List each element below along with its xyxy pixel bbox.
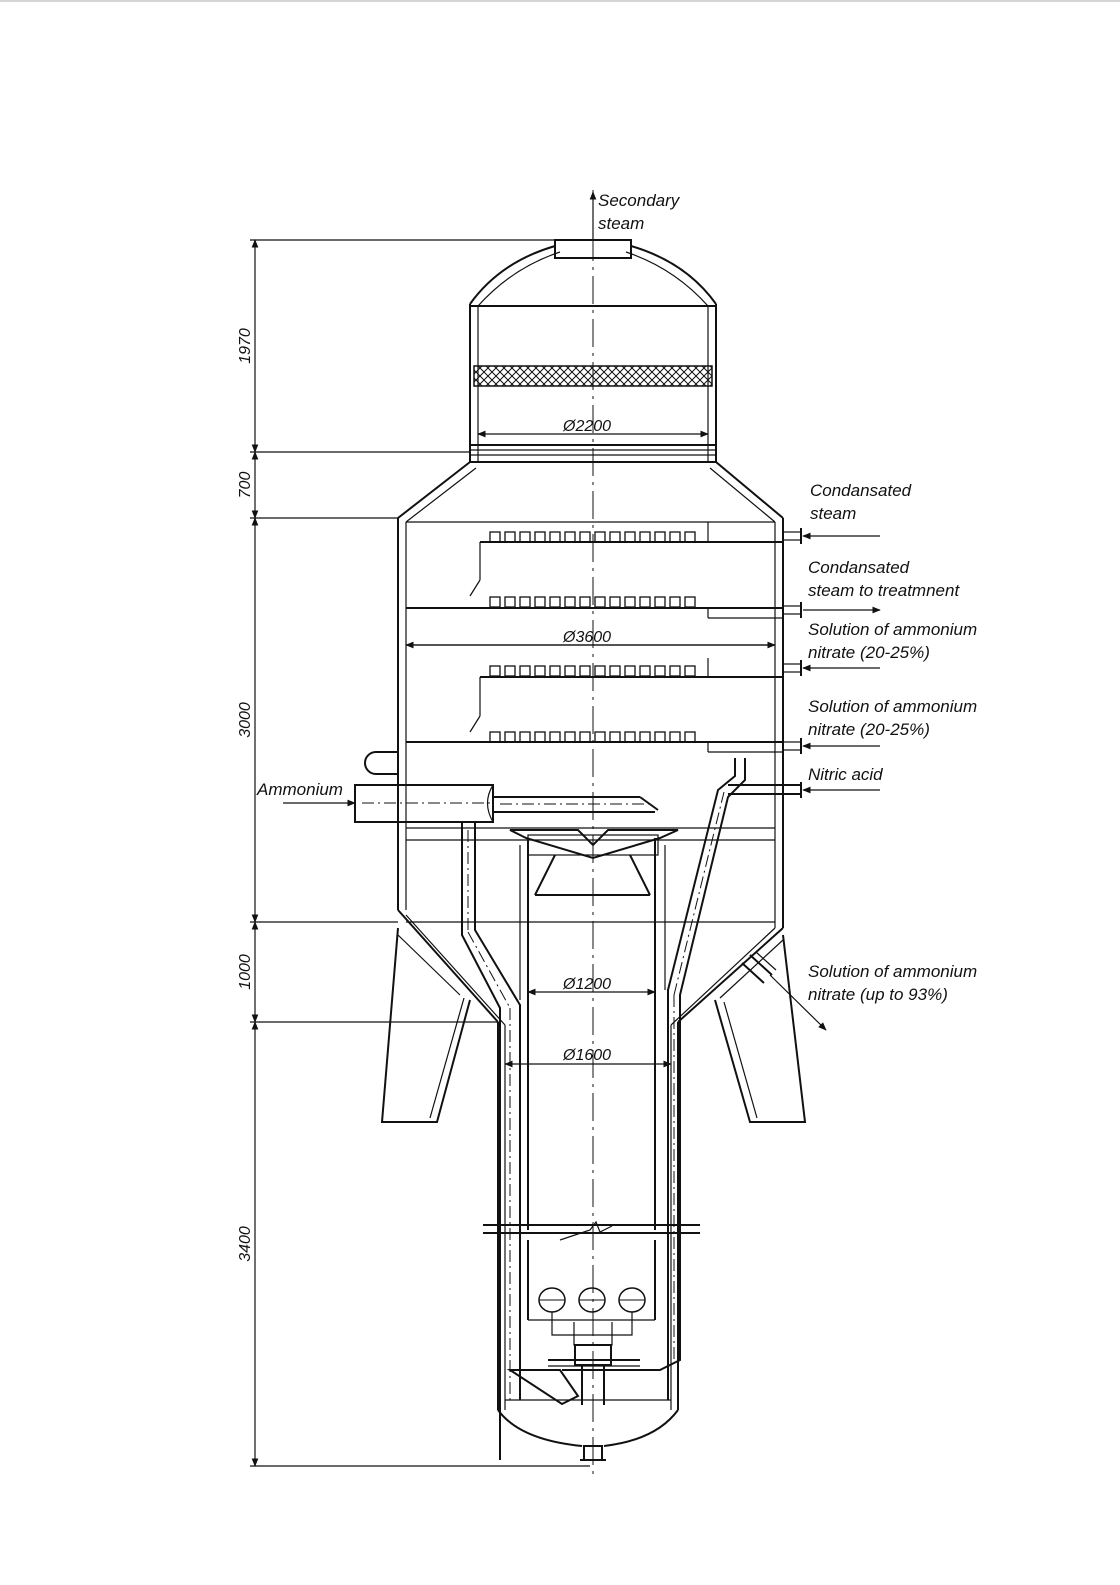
solution-93-label-line1: Solution of ammonium [808, 962, 977, 981]
tube-box [579, 531, 591, 543]
tube-box [594, 731, 606, 743]
side-nozzles [364, 528, 802, 798]
tube-box [684, 531, 696, 543]
nitric-acid-label: Nitric acid [808, 765, 883, 784]
support-legs [380, 927, 807, 1123]
tube-box [504, 596, 516, 608]
solution-2-label-line1: Solution of ammonium [808, 697, 977, 716]
condensated-steam-label-line1: Condansated [810, 481, 912, 500]
diameter-3600-label: Ø3600 [562, 629, 611, 646]
condensated-treatment-label-line1: Condansated [808, 558, 910, 577]
tube-box [639, 665, 651, 677]
tube-box [564, 596, 576, 608]
tube-box [579, 665, 591, 677]
height-3000-label: 3000 [237, 702, 254, 738]
main-shell [397, 461, 784, 1026]
tube-box [654, 665, 666, 677]
flow-arrows [283, 191, 881, 1031]
tube-box [504, 531, 516, 543]
tube-box [669, 731, 681, 743]
solution-2-label-line2: nitrate (20-25%) [808, 720, 930, 739]
tube-box [489, 665, 501, 677]
solution-93-label-line2: nitrate (up to 93%) [808, 985, 948, 1004]
bottom-distributor [506, 1287, 646, 1406]
tube-box [504, 665, 516, 677]
central-tube [509, 829, 679, 1321]
tube-box [609, 531, 621, 543]
heater-sections [406, 522, 783, 753]
tube-box [684, 731, 696, 743]
tube-box [639, 531, 651, 543]
tube-box [534, 531, 546, 543]
tube-box [669, 596, 681, 608]
height-1970-label: 1970 [237, 328, 254, 364]
height-700-label: 700 [237, 472, 254, 499]
height-1000-label: 1000 [237, 954, 254, 990]
tube-box [489, 731, 501, 743]
tube-box [519, 531, 531, 543]
tube-box [594, 596, 606, 608]
condensated-steam-label-line2: steam [810, 504, 856, 523]
tube-box [609, 731, 621, 743]
tube-box [624, 731, 636, 743]
nitric-acid-pipe [562, 758, 801, 1400]
diameter-dimensions: Ø2200 Ø3600 Ø1200 Ø1600 [405, 418, 776, 1068]
tube-box [549, 531, 561, 543]
flow-labels: Secondary steam Condansated steam Condan… [256, 191, 977, 1004]
tube-box [489, 531, 501, 543]
tube-box [609, 665, 621, 677]
tube-box [534, 731, 546, 743]
tube-box [489, 596, 501, 608]
ammonium-label: Ammonium [256, 780, 343, 799]
tube-box [519, 665, 531, 677]
height-3400-label: 3400 [237, 1226, 254, 1262]
diameter-1200-label: Ø1200 [562, 976, 611, 993]
tube-box [654, 731, 666, 743]
condensated-treatment-label-line2: steam to treatmnent [808, 581, 960, 600]
tube-box [639, 596, 651, 608]
tube-box [669, 531, 681, 543]
secondary-steam-label-line2: steam [598, 214, 644, 233]
tube-box [534, 596, 546, 608]
tube-box [609, 596, 621, 608]
tube-box [579, 731, 591, 743]
diameter-1600-label: Ø1600 [562, 1047, 611, 1064]
tube-box [639, 731, 651, 743]
lower-shell [483, 1022, 700, 1461]
solution-1-label-line1: Solution of ammonium [808, 620, 977, 639]
tube-box [504, 731, 516, 743]
tube-box [684, 596, 696, 608]
tube-box [624, 596, 636, 608]
tube-box [534, 665, 546, 677]
tube-box [624, 665, 636, 677]
tube-box [684, 665, 696, 677]
tube-box [594, 531, 606, 543]
tube-box [519, 731, 531, 743]
diameter-2200-label: Ø2200 [562, 418, 611, 435]
tube-box [564, 731, 576, 743]
height-dimensions: 1970 700 3000 1000 3400 [237, 239, 590, 1467]
tube-box [579, 596, 591, 608]
tube-box [564, 531, 576, 543]
tube-box [549, 731, 561, 743]
tube-box [549, 665, 561, 677]
tube-box [654, 531, 666, 543]
tube-box [549, 596, 561, 608]
solution-1-label-line2: nitrate (20-25%) [808, 643, 930, 662]
tube-box [564, 665, 576, 677]
tube-box [669, 665, 681, 677]
tube-box [624, 531, 636, 543]
tube-box [519, 596, 531, 608]
tube-box [594, 665, 606, 677]
secondary-steam-label-line1: Secondary [598, 191, 681, 210]
tube-box [654, 596, 666, 608]
